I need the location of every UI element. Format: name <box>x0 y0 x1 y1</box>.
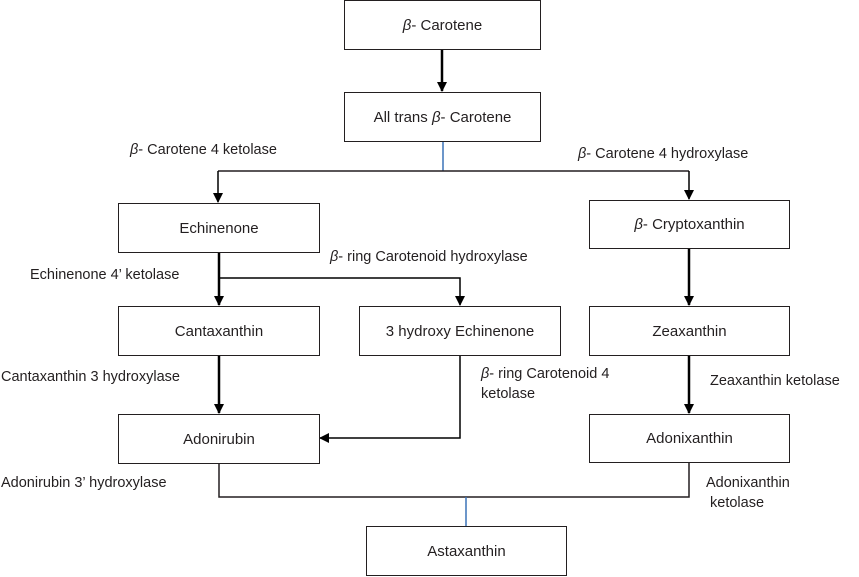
label-beta-ring-carotenoid-4-ketolase: β- ring Carotenoid 4 ketolase <box>481 366 610 402</box>
node-astaxanthin: Astaxanthin <box>366 526 567 576</box>
label-zeaxanthin-ketolase: Zeaxanthin ketolase <box>710 373 840 389</box>
node-beta-cryptoxanthin: β- Cryptoxanthin <box>589 200 790 249</box>
node-zeaxanthin: Zeaxanthin <box>589 306 790 356</box>
arrow-hydroxy-to-adonirubin <box>319 355 461 443</box>
node-3-hydroxy-echinenone: 3 hydroxy Echinenone <box>359 306 561 356</box>
label-beta-carotene-4-hydroxylase: β- Carotene 4 hydroxylase <box>578 146 749 162</box>
label-echinenone-4-ketolase: Echinenone 4’ ketolase <box>30 267 180 283</box>
label-beta-carotene-4-ketolase: β- Carotene 4 ketolase <box>130 142 277 158</box>
node-adonixanthin: Adonixanthin <box>589 414 790 463</box>
beta-symbol: β <box>634 216 643 233</box>
node-beta-carotene: β- Carotene <box>344 0 541 50</box>
label-adonirubin-3-hydroxylase: Adonirubin 3’ hydroxylase <box>1 475 167 491</box>
beta-symbol: β <box>402 16 412 34</box>
arrow-echinenone-to-hydroxy <box>219 277 465 306</box>
label-beta-ring-carotenoid-hydroxylase: β- ring Carotenoid hydroxylase <box>330 249 528 265</box>
merge-to-astaxanthin <box>218 462 690 498</box>
node-all-trans-beta-carotene: All trans β- Carotene <box>344 92 541 142</box>
label-adonixanthin-ketolase: Adonixanthin ketolase <box>706 475 790 511</box>
node-adonirubin: Adonirubin <box>118 414 320 464</box>
node-echinenone: Echinenone <box>118 203 320 253</box>
label-cantaxanthin-3-hydroxylase: Cantaxanthin 3 hydroxylase <box>1 369 180 385</box>
beta-symbol: β <box>431 108 441 126</box>
node-cantaxanthin: Cantaxanthin <box>118 306 320 356</box>
